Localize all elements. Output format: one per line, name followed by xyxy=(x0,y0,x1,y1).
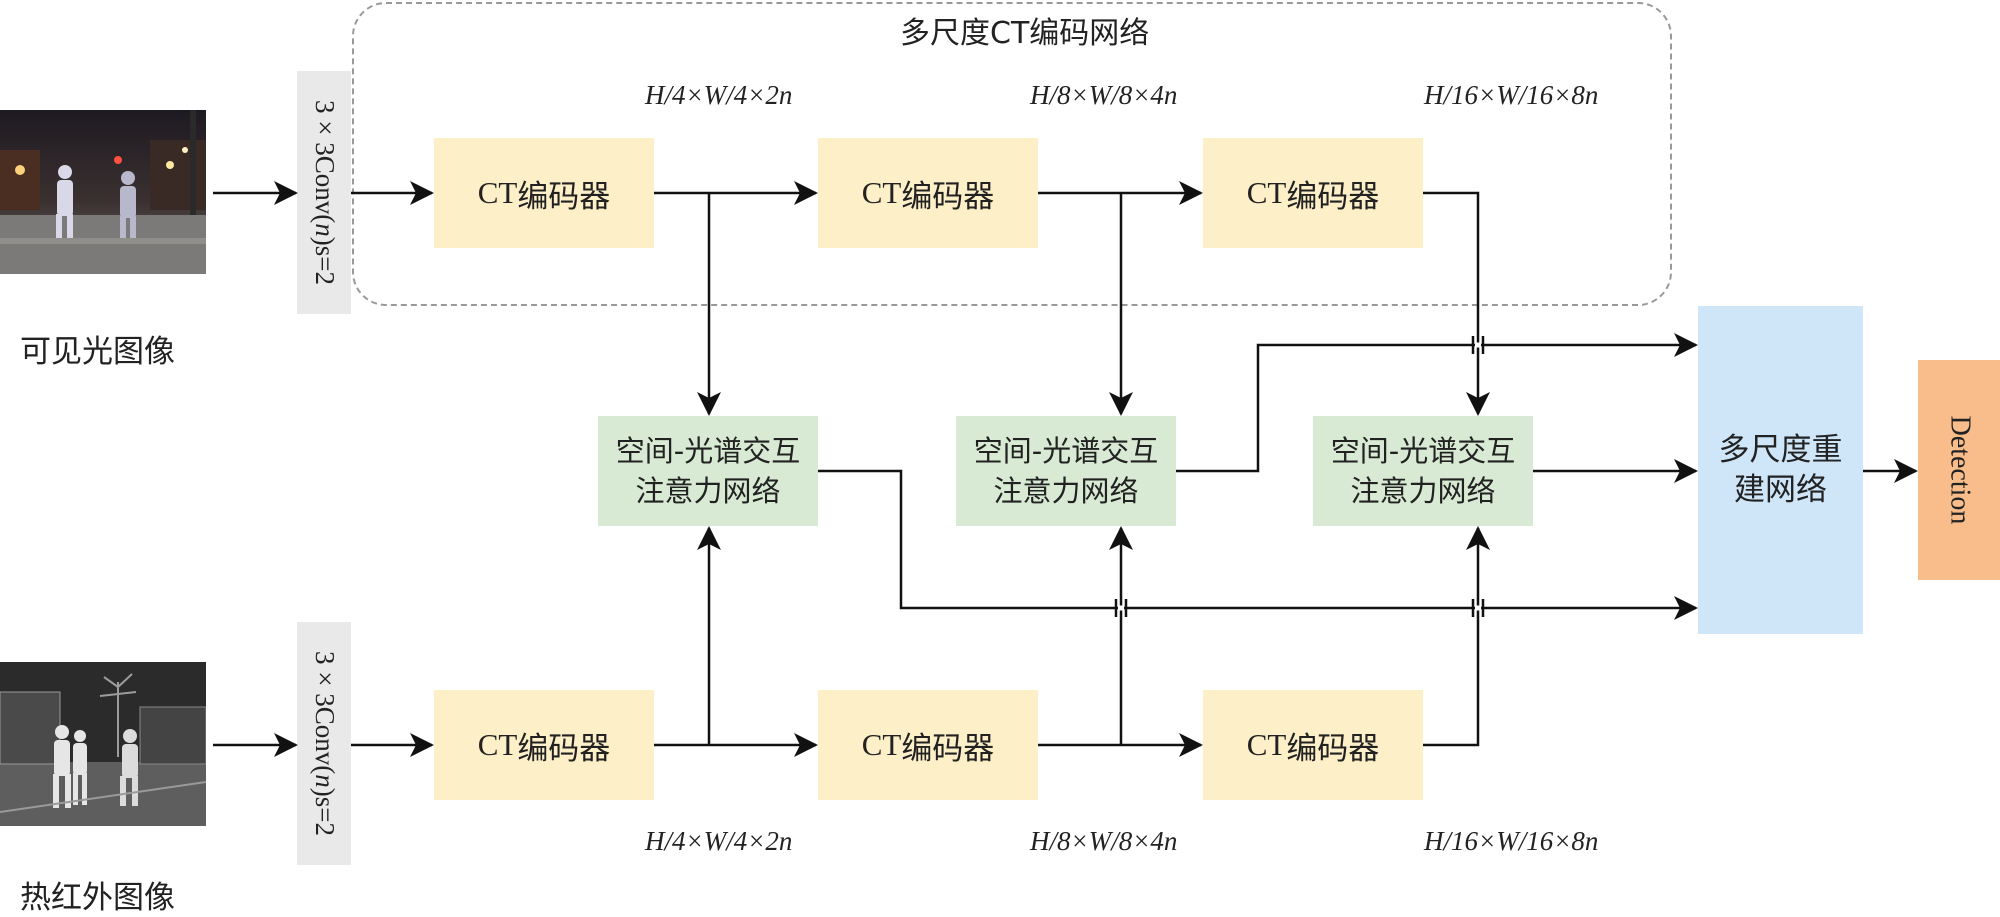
conv-block-visible: 3 × 3Conv(n)s=2 xyxy=(297,71,351,314)
crossing-mark-1 xyxy=(1471,336,1485,354)
dim-label-top-1: H/4×W/4×2n xyxy=(645,80,793,110)
thermal-image xyxy=(0,662,206,826)
arrow-attn-2-to-reconstruction xyxy=(1176,333,1698,473)
dim-label-top-2: H/8×W/8×4n xyxy=(1030,80,1178,110)
reconstruction-network: 多尺度重建网络 xyxy=(1698,306,1863,634)
thermal-image-label: 热红外图像 xyxy=(20,880,175,916)
crossing-mark-2 xyxy=(1114,599,1128,617)
dim-label-top-3: H/16×W/16×8n xyxy=(1424,80,1599,110)
attention-network-1: 空间-光谱交互注意力网络 xyxy=(598,416,818,526)
attention-network-2: 空间-光谱交互注意力网络 xyxy=(956,416,1176,526)
detection-block: Detection xyxy=(1918,360,2000,580)
visible-image-label: 可见光图像 xyxy=(20,334,175,370)
arrow-enc-t3-to-attn-3 xyxy=(1423,526,1490,747)
dim-label-bottom-3: H/16×W/16×8n xyxy=(1424,826,1599,856)
encoder-group-title: 多尺度CT编码网络 xyxy=(900,16,1150,51)
dim-label-bottom-2: H/8×W/8×4n xyxy=(1030,826,1178,856)
dim-label-bottom-1: H/4×W/4×2n xyxy=(645,826,793,856)
crossing-mark-3 xyxy=(1471,599,1485,617)
attention-network-3: 空间-光谱交互注意力网络 xyxy=(1313,416,1533,526)
arrow-enc-v3-to-attn-3 xyxy=(1423,191,1490,416)
encoder-group-frame xyxy=(352,2,1672,306)
arrow-attn-1-to-reconstruction xyxy=(818,469,1698,620)
visible-image xyxy=(0,110,206,274)
conv-block-thermal: 3 × 3Conv(n)s=2 xyxy=(297,622,351,865)
